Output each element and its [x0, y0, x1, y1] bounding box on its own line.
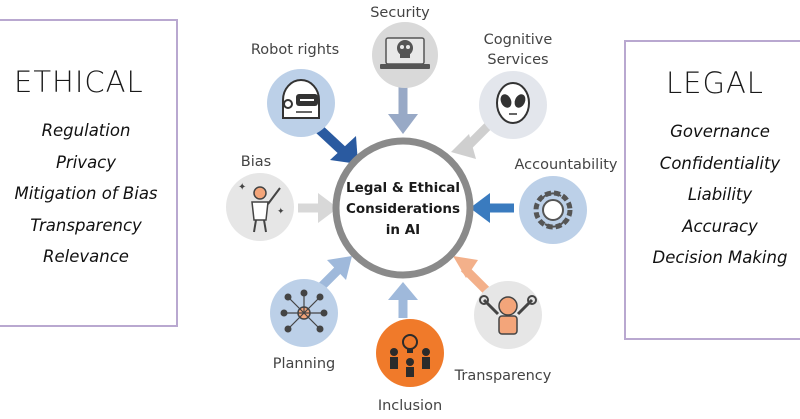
node-planning: Planning — [270, 279, 338, 372]
legal-list: Governance Confidentiality Liability Acc… — [630, 116, 800, 274]
node-security: Security — [370, 5, 438, 88]
node-inclusion: Inclusion — [376, 319, 444, 414]
ethical-item: Relevance — [43, 247, 129, 266]
arrow-security — [388, 84, 418, 134]
svg-text:✦: ✦ — [238, 182, 246, 193]
node-label: Inclusion — [378, 398, 442, 414]
ethical-title: ETHICAL — [14, 65, 144, 99]
arrow-transparency — [453, 256, 490, 294]
arrow-robot-rights — [314, 124, 358, 164]
ethical-panel: ETHICAL Regulation Privacy Mitigation of… — [0, 19, 178, 327]
node-label: Services — [487, 52, 548, 68]
ethical-item: Regulation — [41, 121, 131, 140]
node-label: Accountability — [515, 157, 618, 173]
node-label: Transparency — [454, 368, 552, 384]
people-bulb-icon — [390, 334, 430, 377]
robot-tools-icon — [479, 295, 537, 335]
arrow-accountability — [470, 193, 514, 223]
center-title-line: Legal & Ethical — [346, 180, 460, 196]
svg-text:✦: ✦ — [277, 207, 285, 217]
ethical-item: Privacy — [55, 152, 117, 172]
alien-head-icon — [496, 82, 530, 124]
arrow-inclusion — [388, 282, 418, 318]
center-circle — [332, 137, 474, 279]
node-bias: ✦ ✦ Bias — [226, 154, 294, 241]
legal-item: Governance — [670, 122, 770, 141]
legal-panel: LEGAL Governance Confidentiality Liabili… — [624, 40, 800, 340]
node-robot-rights: Robot rights — [251, 42, 339, 137]
ethical-item: Transparency — [30, 215, 142, 235]
legal-item: Confidentiality — [659, 153, 781, 173]
node-label: Security — [370, 5, 430, 21]
skull-laptop-icon — [380, 37, 430, 69]
ethical-item: Mitigation of Bias — [14, 184, 158, 203]
arrow-bias — [298, 193, 338, 223]
legal-item: Decision Making — [652, 248, 788, 267]
node-cognitive-services: Cognitive Services — [479, 32, 552, 139]
node-label: Planning — [273, 356, 335, 372]
center-title-line: in AI — [386, 222, 420, 238]
ethical-list: Regulation Privacy Mitigation of Bias Tr… — [0, 115, 172, 273]
robot-face-icon — [282, 79, 320, 119]
node-label: Cognitive — [484, 32, 553, 48]
node-label: Bias — [241, 154, 271, 170]
center-title-line: Considerations — [346, 201, 460, 217]
legal-title: LEGAL — [666, 66, 764, 100]
node-label: Robot rights — [251, 42, 339, 58]
legal-item: Liability — [687, 185, 753, 204]
network-people-icon — [280, 289, 328, 333]
legal-item: Accuracy — [682, 216, 758, 236]
gear-cycle-icon — [533, 190, 573, 230]
arrow-cognitive — [451, 122, 492, 159]
person-sparkle-icon: ✦ ✦ — [238, 182, 285, 233]
node-transparency: Transparency — [454, 281, 552, 384]
node-accountability: Accountability — [515, 157, 618, 244]
